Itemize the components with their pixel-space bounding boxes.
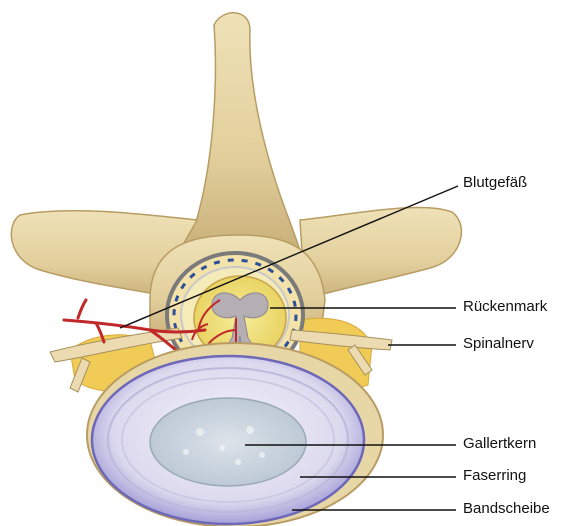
label-blood-vessel: Blutgefäß <box>463 174 527 192</box>
label-disc: Bandscheibe <box>463 500 550 518</box>
label-annulus: Faserring <box>463 467 526 485</box>
spinous-process <box>180 13 300 250</box>
label-spinal-cord: Rückenmark <box>463 298 547 316</box>
nucleus-pulposus <box>150 398 306 486</box>
label-nucleus: Gallertkern <box>463 435 536 453</box>
transverse-process-right <box>300 207 461 300</box>
label-spinal-nerve: Spinalnerv <box>463 335 534 353</box>
